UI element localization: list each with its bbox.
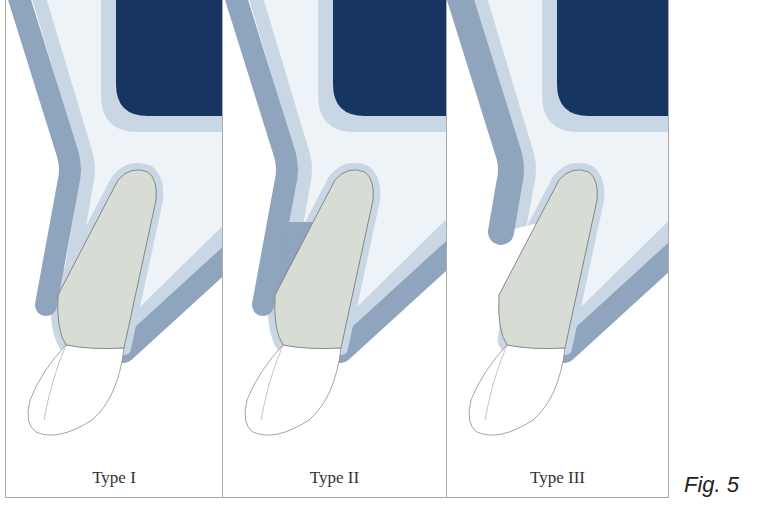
type-label: Type I bbox=[88, 468, 140, 497]
figure-label: Fig. 5 bbox=[684, 472, 739, 498]
type-label: Type III bbox=[526, 468, 589, 497]
panel-box: Type I bbox=[5, 0, 223, 498]
panel-box: Type III bbox=[446, 0, 669, 498]
type-three-socket bbox=[457, 0, 668, 435]
panel-box: Type II bbox=[222, 0, 447, 498]
type-label: Type II bbox=[306, 468, 363, 497]
type-two-socket bbox=[235, 0, 446, 435]
type-one-socket bbox=[18, 0, 222, 435]
